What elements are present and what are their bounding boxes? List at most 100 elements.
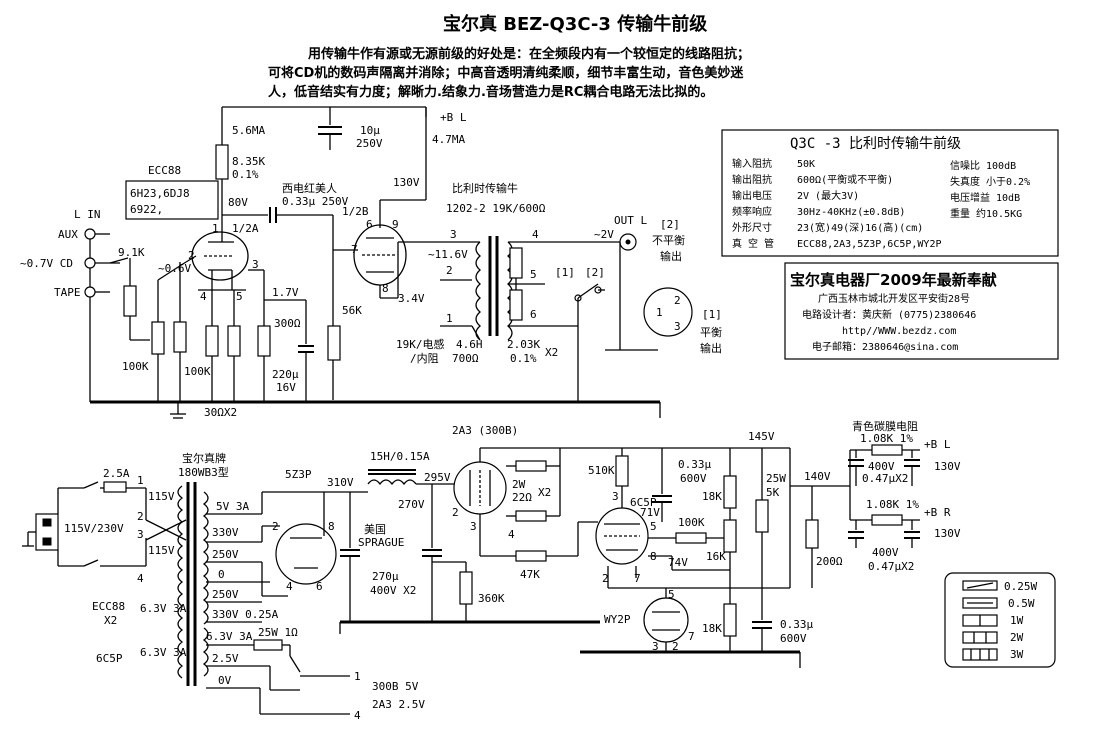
pin-1a: 1 <box>212 222 219 235</box>
r360-label: 360K <box>478 592 505 605</box>
resistor-2k03-b <box>509 289 523 321</box>
sprague-2: SPRAGUE <box>358 536 404 549</box>
bal-1: 平衡 <box>700 326 722 339</box>
subs-box <box>125 180 219 220</box>
pin-3a: 3 <box>252 258 259 271</box>
ecc88-label: ECC88 <box>148 164 181 177</box>
t2a3-pin-3: 3 <box>470 520 477 533</box>
r203-x2: X2 <box>545 346 558 359</box>
v74-label: 74V <box>668 556 688 569</box>
r25-label: 25W 1Ω <box>258 626 298 639</box>
bal-index: [1] <box>702 308 722 321</box>
subs1: 6H23,6DJ8 <box>130 187 190 200</box>
spec-label-3: 频率响应 <box>732 205 772 218</box>
xlr-pin-2: 2 <box>674 294 681 307</box>
c10-label: 10μ <box>360 124 380 137</box>
rail-label-bl: +B L <box>440 111 467 124</box>
rect-pin-8: 8 <box>328 520 335 533</box>
resistor-56k <box>327 325 341 361</box>
resistor-30ohm-a <box>205 325 219 357</box>
sec-pin-6: 6 <box>530 308 537 321</box>
tape-label: TAPE <box>54 286 81 299</box>
r25w-label: 25W <box>766 472 786 485</box>
v80-label: 80V <box>228 196 248 209</box>
resistor-18k-b <box>723 603 737 637</box>
pin-6b: 6 <box>366 218 373 231</box>
intro-line-1: 用传输牛作有源或无源前级的好处是：在全频段内有一个较恒定的线路阻抗； <box>307 46 750 62</box>
wy2p-pin-3: 3 <box>652 640 659 653</box>
fuse-label: 2.5A <box>103 467 130 480</box>
input-jack-aux[interactable] <box>84 228 96 240</box>
legend-025w: 0.25W <box>1004 580 1037 593</box>
heater-ecc88: ECC88 <box>92 600 125 613</box>
tx-note-1: 19K/电感 <box>396 338 445 351</box>
power-switch[interactable] <box>83 481 99 567</box>
r5k-label: 5K <box>766 486 780 499</box>
c600-label: 600V <box>680 472 707 485</box>
v2-label: ~2V <box>594 228 614 241</box>
c600b-label: 600V <box>780 632 807 645</box>
resistor-30ohm-b <box>227 325 241 357</box>
r22-x2: X2 <box>538 486 551 499</box>
legend-1w: 1W <box>1010 614 1024 627</box>
filament-selector-switch[interactable] <box>289 655 301 673</box>
volume-pot-100k[interactable] <box>151 321 165 355</box>
v130a-label: 130V <box>934 460 961 473</box>
unbal-index: [2] <box>660 218 680 231</box>
mains-pin-1: 1 <box>137 474 144 487</box>
c047b-label: 0.47μX2 <box>868 560 914 573</box>
fuse-2a5 <box>103 481 127 493</box>
tx-label: 比利时传输牛 <box>452 181 518 195</box>
resistor-300ohm <box>257 325 271 357</box>
v295-label: 295V <box>424 471 451 484</box>
legend-3w: 3W <box>1010 648 1024 661</box>
pot-16k[interactable] <box>723 519 737 553</box>
r203tol-label: 0.1% <box>510 352 537 365</box>
xlr-balanced-out[interactable] <box>643 287 693 337</box>
tube-wy2p-label: WY2P <box>604 613 631 626</box>
aux-label: AUX <box>58 228 78 241</box>
c400b-label: 400V <box>872 546 899 559</box>
v270-label: 270V <box>398 498 425 511</box>
rect-pin-2: 2 <box>272 520 279 533</box>
v145-label: 145V <box>748 430 775 443</box>
heater-x2: X2 <box>104 614 117 627</box>
resistor-22ohm-a <box>515 460 547 472</box>
spec-label-1: 输出阻抗 <box>732 173 772 186</box>
ac-power-plug[interactable] <box>35 513 59 551</box>
tx-pin-1: 1 <box>446 312 453 325</box>
brand-label: 宝尔真牌 <box>182 451 226 465</box>
triode-ecc88-a <box>191 231 249 281</box>
resistor-1k08-l <box>871 444 903 456</box>
preamp-section: +B L 10μ 250V 5.6MA 8.35K 0.1% 80V ECC88… <box>20 106 722 419</box>
input-selector-switch[interactable] <box>109 257 129 264</box>
cd-label: ~0.7V CD <box>20 257 73 270</box>
r100a-label: 100K <box>122 360 149 373</box>
unbal-1: 不平衡 <box>652 234 685 247</box>
heater-6c5p: 6C5P <box>96 652 123 665</box>
input-jack-tape[interactable] <box>84 286 96 298</box>
sec-250b: 250V <box>212 588 239 601</box>
v06-label: ~0.6V <box>158 262 191 275</box>
half-b: 1/2B <box>342 205 369 218</box>
tx-spec: 1202-2 19K/600Ω <box>446 202 546 215</box>
input-jack-cd[interactable] <box>84 257 96 269</box>
bal-2: 输出 <box>700 341 722 355</box>
sprague-1: 美国 <box>364 523 386 536</box>
r108b-label: 1.08K 1% <box>866 498 919 511</box>
spec-value-3: 30Hz-40KHz(±0.8dB) <box>797 207 905 218</box>
xlr-pin-1: 1 <box>656 306 663 319</box>
intro-line-3: 人，低音结实有力度；解晰力.结象力.音场营造力是RC耦合电路无法比拟的。 <box>268 84 713 100</box>
r1-label: 8.35K <box>232 155 265 168</box>
factory-box: 宝尔真电器厂2009年最新奉献 广西玉林市城北开发区平安街28号 电路设计者：黄… <box>784 262 1059 360</box>
balance-switch[interactable] <box>574 283 602 302</box>
spec-label-2: 输出电压 <box>732 189 772 202</box>
spec-value-1: 600Ω(平衡或不平衡) <box>797 174 893 186</box>
spec-value-2: 2V (最大3V) <box>797 189 859 202</box>
c033b-label: 0.33μ <box>780 618 813 631</box>
r203-label: 2.03K <box>507 338 540 351</box>
sec-330a: 330V <box>212 526 239 539</box>
factory-designer: 电路设计者：黄庆新 (0775)2380646 <box>802 308 976 321</box>
spec-box: Q3C -3 比利时传输牛前级 输入阻抗 50K 输出阻抗 600Ω(平衡或不平… <box>721 129 1059 257</box>
